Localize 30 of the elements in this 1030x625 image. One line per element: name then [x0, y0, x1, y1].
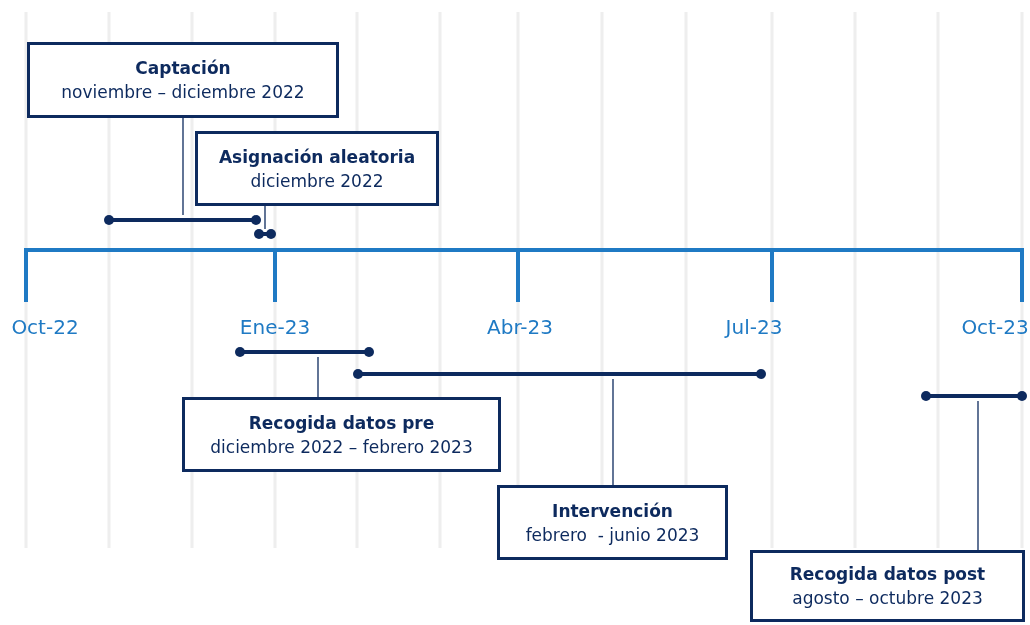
leader-line [612, 378, 614, 486]
event-title: Asignación aleatoria [218, 145, 416, 169]
event-title: Recogida datos post [789, 563, 986, 586]
axis-label: Oct-22 [11, 315, 79, 339]
range-bar [254, 229, 276, 239]
range-bar [235, 347, 374, 357]
event-title: Captación [135, 57, 231, 80]
event-box [497, 485, 728, 560]
event-dates: febrero - junio 2023 [525, 523, 700, 547]
event-dates: diciembre 2022 [250, 169, 384, 193]
event-title: Intervención [552, 499, 673, 523]
leader-line [977, 400, 979, 551]
axis-label: Ene-23 [239, 315, 311, 339]
event-dates: noviembre – diciembre 2022 [61, 81, 305, 104]
range-bar [104, 215, 261, 225]
event-box [182, 397, 501, 472]
range-bar [921, 391, 1027, 401]
axis-label: Abr-23 [487, 315, 553, 339]
range-bar [353, 369, 766, 379]
axis-label: Jul-23 [725, 315, 783, 339]
event-title: Recogida datos pre [248, 411, 435, 435]
event-box [750, 550, 1025, 622]
leader-line [317, 356, 319, 398]
leader-line [264, 205, 266, 230]
leader-line [182, 117, 184, 216]
event-box [27, 42, 339, 118]
event-box [195, 131, 439, 206]
event-dates: agosto – octubre 2023 [792, 587, 983, 610]
event-dates: diciembre 2022 – febrero 2023 [210, 435, 473, 459]
axis-label: Oct-23 [961, 315, 1029, 339]
